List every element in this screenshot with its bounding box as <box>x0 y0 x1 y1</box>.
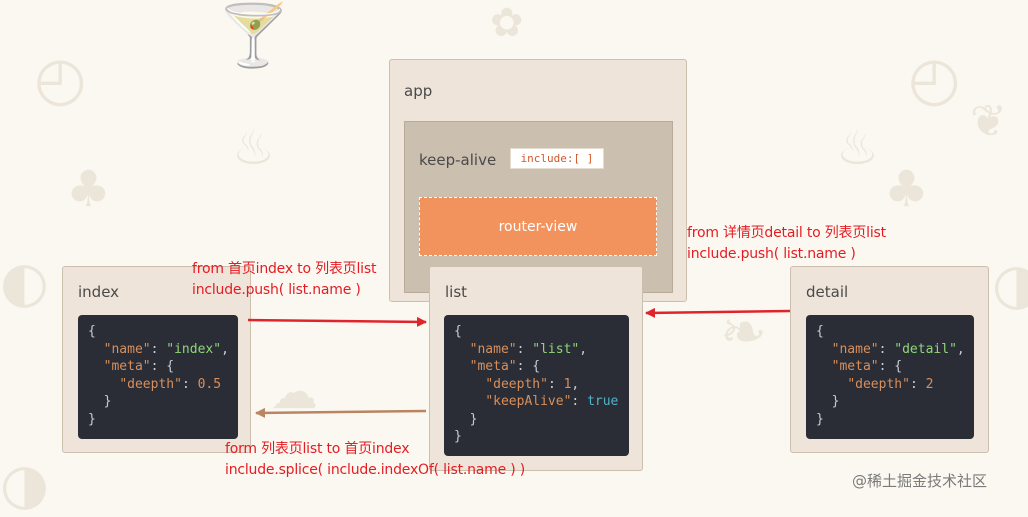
annotation-line: from 首页index to 列表页list <box>192 261 377 277</box>
background-tree-icon: ♣ <box>66 160 111 218</box>
code-key: "deepth" <box>485 376 548 392</box>
code-key: "name" <box>103 341 151 357</box>
annotation-line: include.splice( include.indexOf( list.na… <box>225 462 526 478</box>
code-number: 0.5 <box>197 376 222 392</box>
annotation-line: form 列表页list to 首页index <box>225 441 410 457</box>
background-grill-icon: ♨ <box>836 120 880 176</box>
background-bird-icon: ✿ <box>490 0 524 46</box>
annotation-line: include.push( list.name ) <box>687 246 856 262</box>
index-code-block: { "name": "index", "meta": { "deepth": 0… <box>78 315 238 439</box>
arrow-index-to-list <box>247 316 427 327</box>
code-string: "detail" <box>894 341 957 357</box>
code-string: "list" <box>532 341 580 357</box>
arrow-detail-to-list <box>645 307 791 318</box>
code-key: "meta" <box>103 359 151 374</box>
background-grill-icon: ♨ <box>232 120 276 176</box>
background-clock-icon: ◴ <box>908 44 961 114</box>
code-key: "meta" <box>469 359 517 374</box>
background-watermelon-icon: ◐ <box>0 250 49 315</box>
code-key: "deepth" <box>847 376 910 392</box>
annotation-line: include.push( list.name ) <box>192 282 361 298</box>
code-key: "keepAlive" <box>485 394 572 409</box>
code-boolean: true <box>587 394 619 409</box>
code-key: "name" <box>469 341 517 357</box>
background-watermelon-icon: ◑ <box>992 252 1028 317</box>
background-tree-icon: ♣ <box>884 160 929 218</box>
background-cherry-icon: ❦ <box>970 96 1007 147</box>
code-key: "deepth" <box>119 376 182 392</box>
list-code-block: { "name": "list", "meta": { "deepth": 1,… <box>444 315 629 456</box>
background-bread-icon: ☁ <box>270 364 318 420</box>
code-number: 2 <box>925 376 934 392</box>
watermark: @稀土掘金技术社区 <box>852 472 988 490</box>
router-view-node: router-view <box>419 197 657 256</box>
keep-alive-label: keep-alive <box>419 151 497 169</box>
arrow-list-to-index <box>255 407 427 418</box>
index-label: index <box>78 283 120 301</box>
code-key: "meta" <box>831 359 879 374</box>
code-key: "name" <box>831 341 879 357</box>
code-string: "index" <box>166 341 222 357</box>
detail-code-block: { "name": "detail", "meta": { "deepth": … <box>806 315 974 439</box>
list-label: list <box>445 283 468 301</box>
background-clock-icon: ◴ <box>34 44 87 114</box>
include-tag: include:[ ] <box>510 148 604 169</box>
background-glass-icon: 🍸 <box>216 1 291 71</box>
detail-label: detail <box>806 283 849 301</box>
app-label: app <box>404 82 433 100</box>
annotation-index-to-list: from 首页index to 列表页list include.push( li… <box>192 259 376 301</box>
code-number: 1 <box>563 376 572 392</box>
annotation-detail-to-list: from 详情页detail to 列表页list include.push( … <box>687 223 886 265</box>
background-watermelon-icon: ◑ <box>0 452 49 517</box>
router-view-label: router-view <box>498 218 578 235</box>
annotation-list-to-index: form 列表页list to 首页index include.splice( … <box>225 439 525 481</box>
annotation-line: from 详情页detail to 列表页list <box>687 225 886 241</box>
